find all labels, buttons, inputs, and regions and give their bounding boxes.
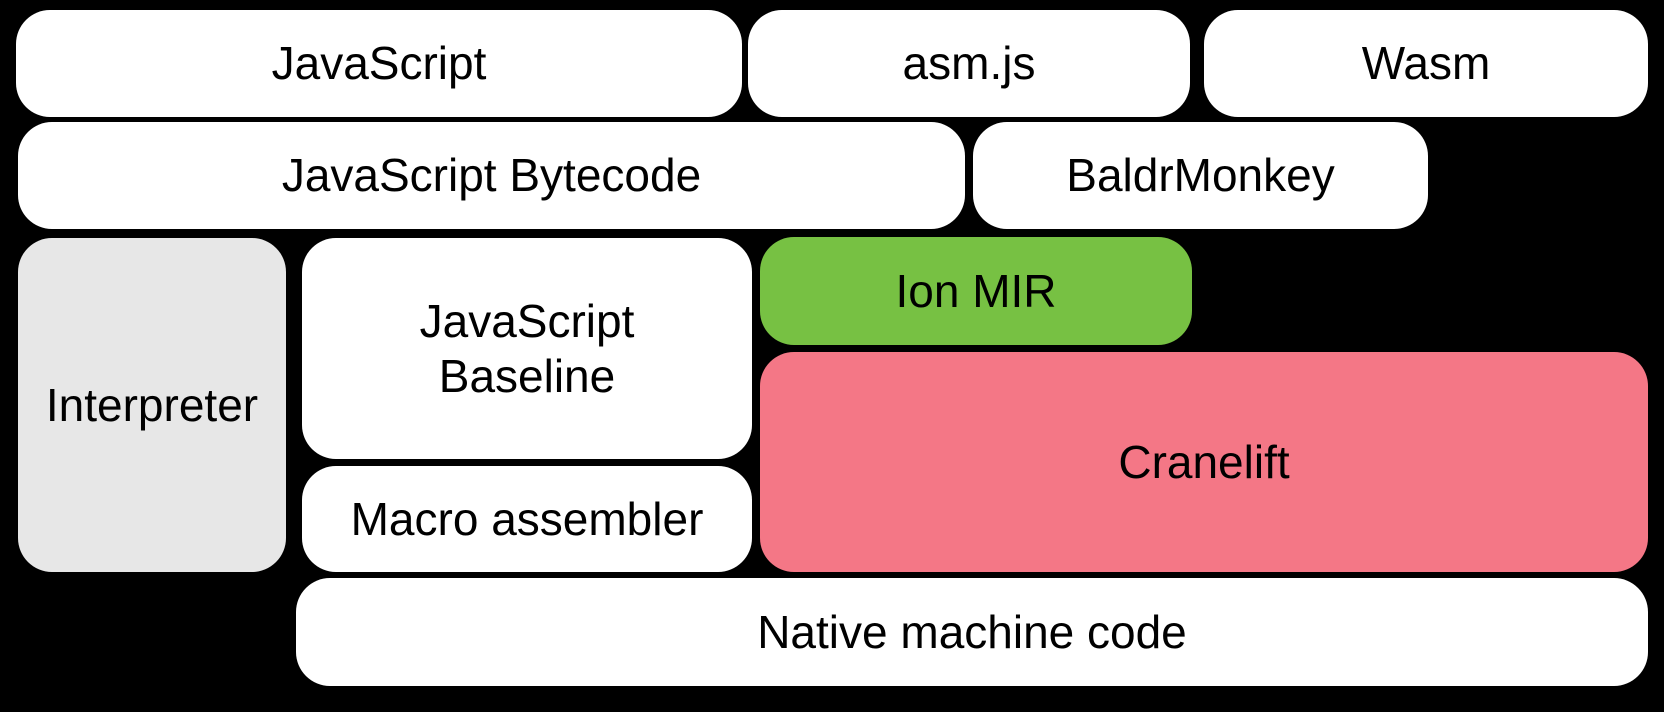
node-macro-assembler: Macro assembler (302, 466, 752, 572)
node-native-machine-code: Native machine code (296, 578, 1648, 686)
node-javascript-baseline: JavaScript Baseline (302, 238, 752, 459)
node-ion-mir: Ion MIR (760, 237, 1192, 345)
node-interpreter: Interpreter (18, 238, 286, 572)
node-baldrmonkey: BaldrMonkey (973, 122, 1428, 229)
node-javascript-bytecode: JavaScript Bytecode (18, 122, 965, 229)
node-wasm: Wasm (1204, 10, 1648, 117)
node-asmjs: asm.js (748, 10, 1190, 117)
node-javascript: JavaScript (16, 10, 742, 117)
node-cranelift: Cranelift (760, 352, 1648, 572)
